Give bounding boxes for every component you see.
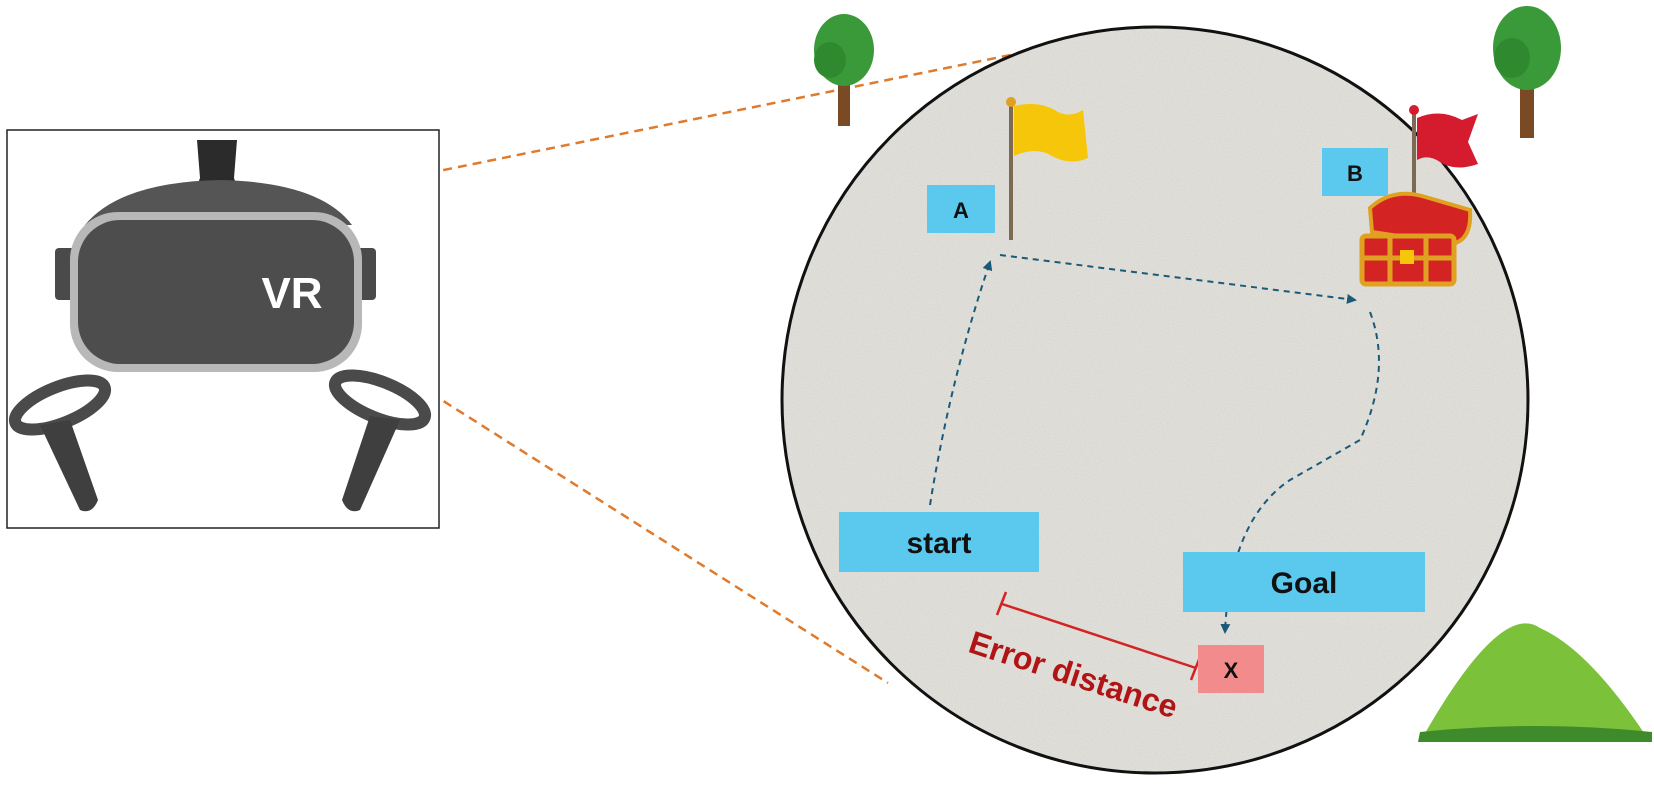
goal-box: Goal [1183,552,1425,612]
response-box: X [1198,645,1264,693]
tree-icon [814,14,874,126]
start-box: start [839,512,1039,572]
path-start-to-a [929,260,993,506]
response-label: X [1224,658,1239,683]
landmark-b-box: B [1322,148,1388,196]
start-label: start [906,527,971,560]
controller-left [8,374,112,512]
headset-visor [78,220,354,364]
path-a-to-b [999,254,1357,304]
landmark-b-label: B [1347,161,1363,186]
goal-label: Goal [1271,567,1338,600]
tree-icon [1493,6,1561,138]
vr-label: VR [261,269,322,318]
path-b-to-x [1220,311,1380,634]
treasure-chest-icon [1359,191,1473,287]
hill-icon [1418,623,1652,742]
landmark-a-box: A [927,185,995,233]
flag-a-icon [1006,97,1088,240]
controller-right [328,369,432,512]
landmark-a-label: A [953,198,969,223]
path-arrows [929,254,1380,634]
zoom-guide-lines [354,46,1046,685]
vr-headset-panel: VR [6,129,440,529]
arena-border [780,25,1530,775]
